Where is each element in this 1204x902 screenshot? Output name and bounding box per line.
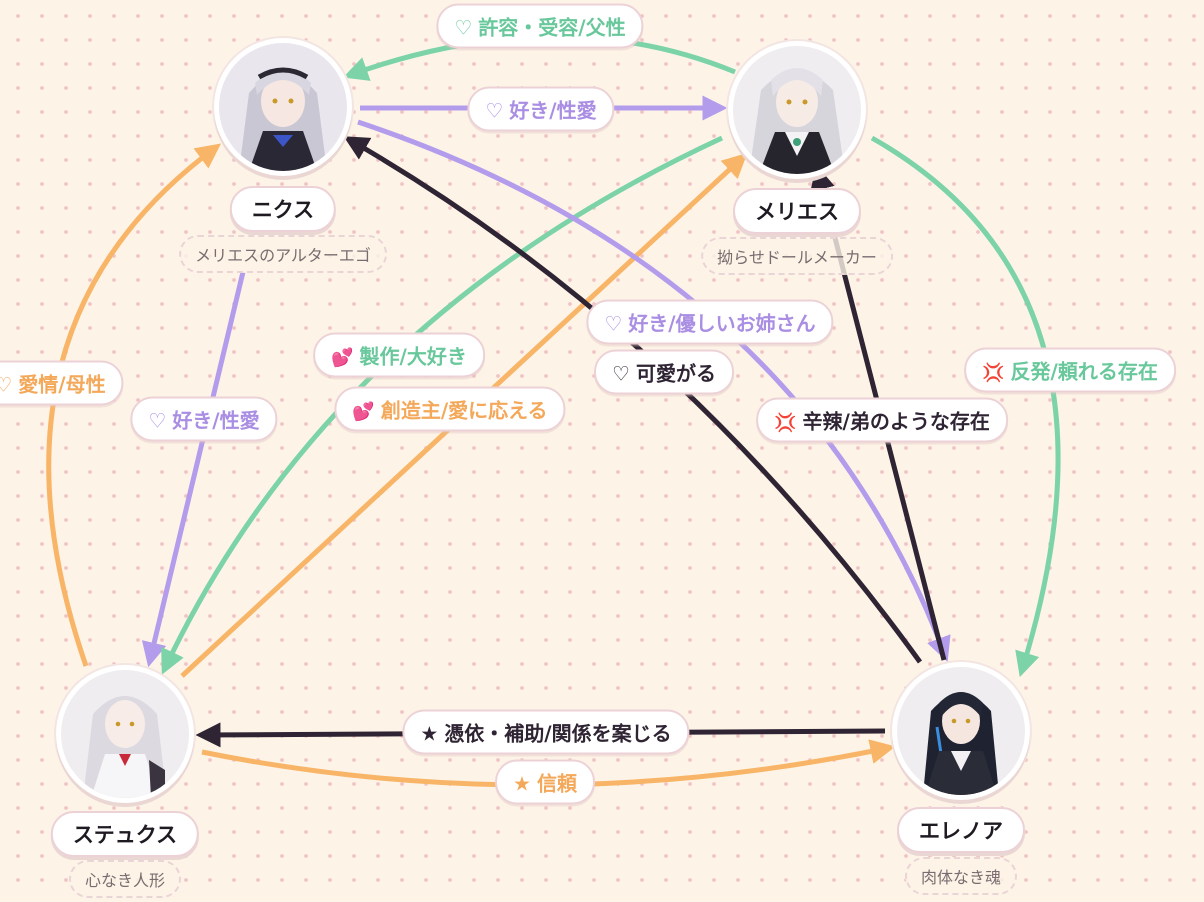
styx-name: ステュクス: [50, 811, 200, 857]
meries-subtitle: 拗らせドールメーカー: [701, 237, 893, 275]
meries-name: メリエス: [733, 188, 861, 234]
nyx-portrait: [214, 38, 352, 176]
heart-outline-icon: ♡: [612, 361, 630, 386]
arrow-nyx-to-styx: [141, 271, 246, 668]
star-icon: ★: [420, 721, 439, 746]
relation-label-meries-to-nyx: ♡許容・受容/父性: [436, 3, 644, 49]
relation-label-eleanor-to-nyx: ♡可愛がる: [594, 349, 734, 395]
eleanor-avatar-image: [897, 667, 1025, 795]
styx-portrait: [56, 665, 194, 803]
styx-subtitle: 心なき人形: [68, 860, 182, 898]
relation-label-styx-to-eleanor: ★信頼: [495, 759, 595, 805]
heart-outline-icon: ♡: [148, 408, 167, 433]
heart-outline-icon: ♡: [485, 98, 504, 123]
relation-label-nyx-to-meries: ♡好き/性愛: [467, 86, 615, 132]
heart-outline-icon: ♡: [454, 15, 473, 40]
anger-symbol-icon: 💢: [982, 362, 1005, 384]
eleanor-portrait: [892, 662, 1030, 800]
styx-avatar-image: [61, 670, 189, 798]
heart-outline-icon: ♡: [0, 372, 13, 397]
relation-label-styx-to-meries: 💕創造主/愛に応える: [334, 386, 566, 432]
star-icon: ★: [513, 771, 531, 796]
relation-label-eleanor-to-meries: 💢辛辣/弟のような存在: [756, 397, 1008, 443]
two-hearts-icon: 💕: [352, 401, 375, 423]
two-hearts-icon: 💕: [331, 347, 354, 369]
meries-portrait: [728, 41, 866, 179]
anger-symbol-icon: 💢: [774, 412, 797, 434]
arrow-meries-to-eleanor: [870, 135, 1061, 678]
relation-label-styx-to-nyx: ♡愛情/母性: [0, 360, 124, 406]
nyx-avatar-image: [219, 43, 347, 171]
heart-outline-icon: ♡: [604, 311, 623, 336]
eleanor-subtitle: 肉体なき魂: [904, 857, 1018, 895]
nyx-subtitle: メリエスのアルターエゴ: [179, 235, 387, 273]
relation-label-meries-to-eleanor: 💢反発/頼れる存在: [964, 347, 1176, 393]
meries-avatar-image: [733, 46, 861, 174]
eleanor-name: エレノア: [897, 807, 1025, 853]
relation-label-nyx-to-styx: ♡好き/性愛: [130, 396, 278, 442]
relation-label-eleanor-to-styx: ★憑依・補助/関係を案じる: [402, 709, 690, 755]
nyx-name: ニクス: [229, 186, 337, 232]
relation-label-meries-to-styx: 💕製作/大好き: [313, 332, 485, 378]
relation-label-nyx-to-eleanor: ♡好き/優しいお姉さん: [586, 299, 834, 345]
